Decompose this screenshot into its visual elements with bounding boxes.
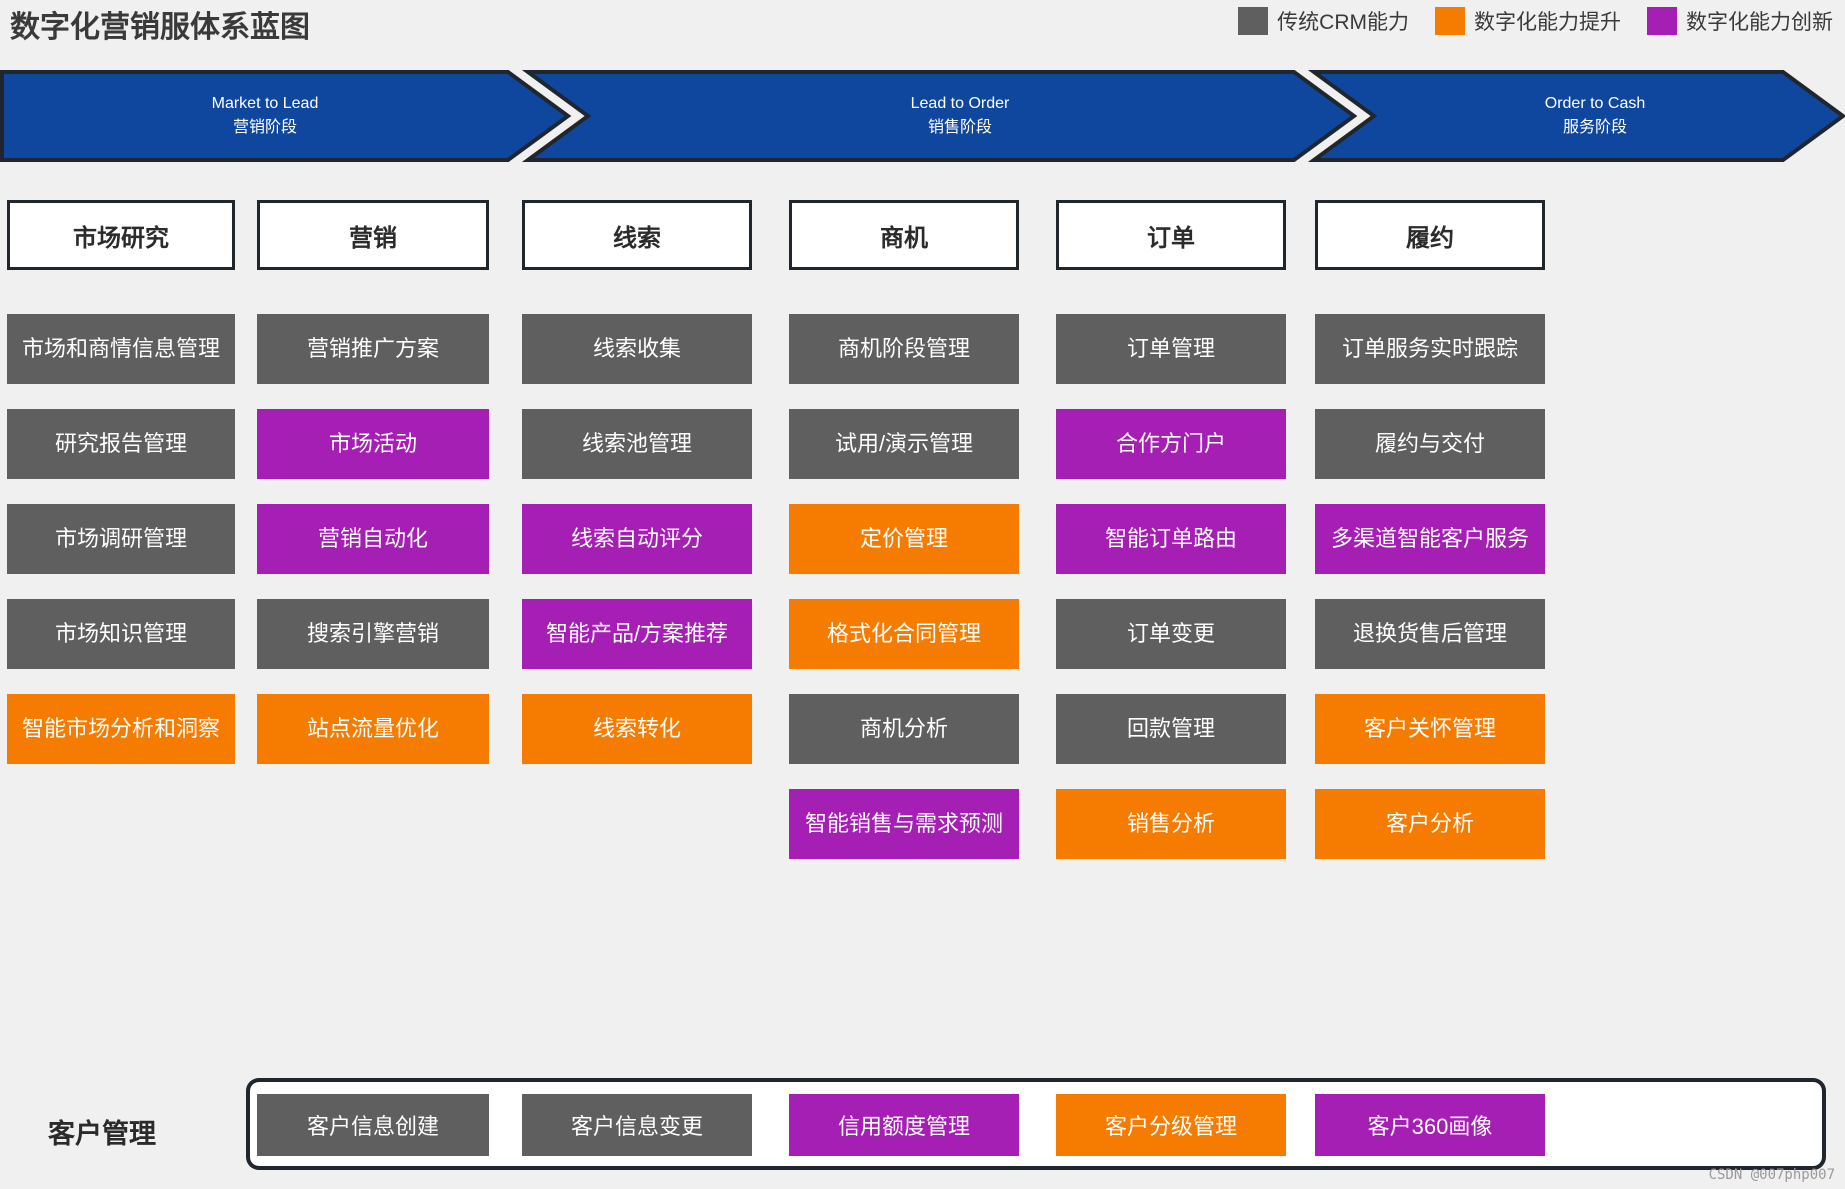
- watermark: CSDN @007php007: [1708, 1167, 1835, 1183]
- capability-cell[interactable]: 格式化合同管理: [789, 599, 1019, 669]
- column-header-3: 线索: [522, 200, 752, 270]
- capability-cell[interactable]: 商机分析: [789, 694, 1019, 764]
- capability-cell[interactable]: 市场知识管理: [7, 599, 235, 669]
- capability-cell[interactable]: 销售分析: [1056, 789, 1286, 859]
- capability-cell[interactable]: 营销推广方案: [257, 314, 489, 384]
- legend-item-innovation: 数字化能力创新: [1647, 6, 1833, 36]
- customer-management-cell[interactable]: 客户360画像: [1315, 1094, 1545, 1156]
- capability-cell[interactable]: 线索收集: [522, 314, 752, 384]
- banner-segment-order-to-cash-shape: [1307, 70, 1845, 162]
- capability-cell[interactable]: 订单管理: [1056, 314, 1286, 384]
- column-header-5: 订单: [1056, 200, 1286, 270]
- column-header-1: 市场研究: [7, 200, 235, 270]
- banner-segment-lead-to-order-shape: [521, 70, 1358, 162]
- capability-cell[interactable]: 商机阶段管理: [789, 314, 1019, 384]
- capability-cell[interactable]: 智能产品/方案推荐: [522, 599, 752, 669]
- legend-label-enhancement: 数字化能力提升: [1474, 11, 1621, 34]
- capability-cell[interactable]: 客户分析: [1315, 789, 1545, 859]
- capability-cell[interactable]: 站点流量优化: [257, 694, 489, 764]
- orange-swatch: [1435, 7, 1465, 35]
- capability-cell[interactable]: 线索池管理: [522, 409, 752, 479]
- capability-cell[interactable]: 市场和商情信息管理: [7, 314, 235, 384]
- customer-management-box: [246, 1078, 1826, 1170]
- customer-management-cell[interactable]: 客户信息变更: [522, 1094, 752, 1156]
- capability-cell[interactable]: 线索自动评分: [522, 504, 752, 574]
- customer-management-label: 客户管理: [48, 1119, 156, 1149]
- column-header-6: 履约: [1315, 200, 1545, 270]
- capability-cell[interactable]: 合作方门户: [1056, 409, 1286, 479]
- legend-label-traditional: 传统CRM能力: [1277, 11, 1409, 34]
- capability-cell[interactable]: 营销自动化: [257, 504, 489, 574]
- capability-cell[interactable]: 订单变更: [1056, 599, 1286, 669]
- capability-cell[interactable]: 线索转化: [522, 694, 752, 764]
- legend-label-innovation: 数字化能力创新: [1686, 11, 1833, 34]
- banner-segment-market-to-lead-shape: [0, 70, 572, 162]
- capability-cell[interactable]: 履约与交付: [1315, 409, 1545, 479]
- capability-cell[interactable]: 客户关怀管理: [1315, 694, 1545, 764]
- capability-cell[interactable]: 回款管理: [1056, 694, 1286, 764]
- customer-management-cell[interactable]: 信用额度管理: [789, 1094, 1019, 1156]
- legend: 传统CRM能力 数字化能力提升 数字化能力创新: [1238, 6, 1833, 36]
- capability-cell[interactable]: 搜索引擎营销: [257, 599, 489, 669]
- customer-management-cell[interactable]: 客户分级管理: [1056, 1094, 1286, 1156]
- legend-item-enhancement: 数字化能力提升: [1435, 6, 1621, 36]
- capability-cell[interactable]: 市场调研管理: [7, 504, 235, 574]
- capability-cell[interactable]: 市场活动: [257, 409, 489, 479]
- legend-item-traditional: 传统CRM能力: [1238, 6, 1409, 36]
- process-banner: Market to Lead 营销阶段 Lead to Order 销售阶段 O…: [0, 70, 1845, 162]
- capability-cell[interactable]: 智能销售与需求预测: [789, 789, 1019, 859]
- capability-cell[interactable]: 试用/演示管理: [789, 409, 1019, 479]
- capability-cell[interactable]: 多渠道智能客户服务: [1315, 504, 1545, 574]
- capability-cell[interactable]: 定价管理: [789, 504, 1019, 574]
- column-header-4: 商机: [789, 200, 1019, 270]
- gray-swatch: [1238, 7, 1269, 35]
- capability-cell[interactable]: 智能市场分析和洞察: [7, 694, 235, 764]
- capability-cell[interactable]: 退换货售后管理: [1315, 599, 1545, 669]
- purple-swatch: [1647, 7, 1677, 35]
- capability-cell[interactable]: 订单服务实时跟踪: [1315, 314, 1545, 384]
- capability-cell[interactable]: 智能订单路由: [1056, 504, 1286, 574]
- column-header-2: 营销: [257, 200, 489, 270]
- page-title: 数字化营销服体系蓝图: [10, 11, 310, 44]
- customer-management-cell[interactable]: 客户信息创建: [257, 1094, 489, 1156]
- capability-cell[interactable]: 研究报告管理: [7, 409, 235, 479]
